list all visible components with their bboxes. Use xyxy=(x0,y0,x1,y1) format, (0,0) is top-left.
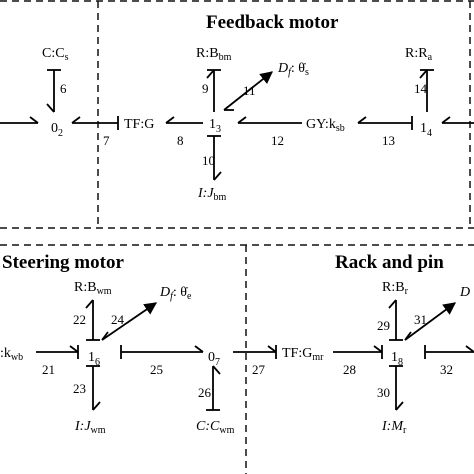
bond-26 xyxy=(206,365,221,411)
element-c-cs: C:Cs xyxy=(42,46,69,63)
bond-number-14: 14 xyxy=(414,81,428,96)
junction-1-6: 16 xyxy=(88,350,100,368)
bond-number-24: 24 xyxy=(111,312,125,327)
bond-number-13: 13 xyxy=(382,133,395,148)
bond-14 xyxy=(419,69,434,112)
bond-24 xyxy=(101,302,158,341)
bond-number-7: 7 xyxy=(103,133,110,148)
element-r-br: R:Br xyxy=(382,280,409,297)
steering-motor-title: Steering motor xyxy=(2,252,124,273)
bond-number-9: 9 xyxy=(202,81,209,96)
bond-10 xyxy=(207,135,222,181)
bond-number-6: 6 xyxy=(60,81,67,96)
element-gy-ksb: GY:ksb xyxy=(306,117,345,134)
bond-28 xyxy=(333,345,383,359)
bond-number-22: 22 xyxy=(73,312,86,327)
element-c-cwm: C:Cwm xyxy=(196,419,235,436)
bond-number-8: 8 xyxy=(177,133,184,148)
bond-8 xyxy=(165,116,203,124)
feedback-motor-title: Feedback motor xyxy=(206,12,339,33)
junction-1-8: 18 xyxy=(391,350,403,368)
bond-32 xyxy=(424,345,474,359)
bond-right-from-1-4 xyxy=(441,116,474,124)
bond-number-32: 32 xyxy=(440,362,453,377)
bond-number-23: 23 xyxy=(73,381,86,396)
bond-number-29: 29 xyxy=(377,318,390,333)
junction-0-2: 02 xyxy=(51,121,63,139)
bond-21 xyxy=(36,345,79,359)
bond-number-27: 27 xyxy=(252,362,266,377)
bond-29 xyxy=(388,299,403,341)
element-i-jbm: I:Jbm xyxy=(197,186,227,203)
bond-12 xyxy=(237,116,302,124)
bond-11 xyxy=(223,71,273,111)
element-df-theta-s: Df: θ̇s xyxy=(277,61,309,78)
element-k-wb: :kwb xyxy=(0,346,23,363)
element-tf-gmr: TF:Gmr xyxy=(282,346,324,363)
bond-6 xyxy=(46,69,61,113)
element-i-jwm: I:Jwm xyxy=(74,419,106,436)
bond-number-12: 12 xyxy=(271,133,284,148)
bond-27 xyxy=(233,345,277,359)
bond-23 xyxy=(86,365,101,411)
bond-25 xyxy=(120,345,204,359)
bond-number-26: 26 xyxy=(198,385,212,400)
bond-number-10: 10 xyxy=(202,153,215,168)
bond-31 xyxy=(404,302,457,341)
bond-number-31: 31 xyxy=(414,312,427,327)
bond-22 xyxy=(85,299,100,341)
bond-number-11: 11 xyxy=(243,83,256,98)
element-r-bbm: R:Bbm xyxy=(196,46,232,63)
rack-and-pinion-title: Rack and pin xyxy=(335,252,444,273)
element-r-bwm: R:Bwm xyxy=(74,280,112,297)
bond-number-30: 30 xyxy=(377,385,390,400)
element-df-theta-e: Df: θ̇e xyxy=(159,285,192,302)
junction-1-3: 13 xyxy=(209,117,221,135)
junction-0-7: 07 xyxy=(208,350,220,368)
element-tf-g: TF:G xyxy=(124,117,154,132)
junction-1-4: 14 xyxy=(420,121,432,139)
bond-number-28: 28 xyxy=(343,362,356,377)
bond-7 xyxy=(71,116,119,130)
bond-30 xyxy=(389,365,404,411)
bond-number-25: 25 xyxy=(150,362,163,377)
element-d-right: D xyxy=(459,285,470,300)
bond-9 xyxy=(206,69,221,112)
bond-13 xyxy=(357,116,413,130)
element-i-mr: I:Mr xyxy=(381,419,407,436)
bond-number-21: 21 xyxy=(42,362,55,377)
bond-left-into-0-2 xyxy=(0,116,39,124)
element-r-ra: R:Ra xyxy=(405,46,433,63)
